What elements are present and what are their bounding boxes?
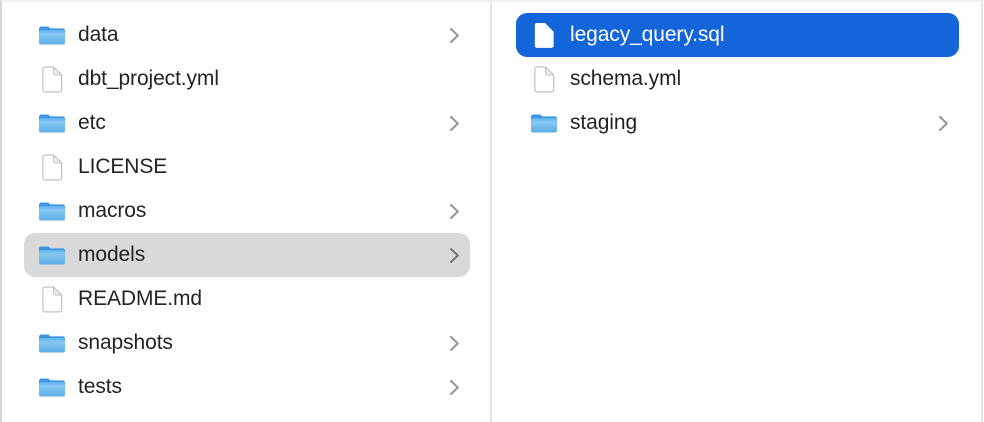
- file-name-label: etc: [78, 111, 106, 134]
- column-divider[interactable]: [490, 2, 492, 422]
- folder-icon: [38, 329, 66, 357]
- file-name-label: schema.yml: [570, 67, 682, 90]
- file-row-readme-md[interactable]: README.md: [24, 277, 470, 321]
- folder-icon: [38, 21, 66, 49]
- file-name-label: tests: [78, 375, 122, 398]
- document-icon: [38, 285, 66, 313]
- chevron-right-icon: [449, 115, 460, 132]
- file-name-label: staging: [570, 111, 638, 134]
- file-row-dbt-project-yml[interactable]: dbt_project.yml: [24, 57, 470, 101]
- file-row-data[interactable]: data: [24, 13, 470, 57]
- file-name-label: macros: [78, 199, 147, 222]
- chevron-right-icon: [449, 335, 460, 352]
- document-icon: [530, 21, 558, 49]
- file-row-tests[interactable]: tests: [24, 365, 470, 409]
- document-icon: [38, 65, 66, 93]
- document-icon: [38, 153, 66, 181]
- file-row-models[interactable]: models: [24, 233, 470, 277]
- chevron-right-icon: [938, 115, 949, 132]
- file-row-schema-yml[interactable]: schema.yml: [516, 57, 959, 101]
- file-name-label: legacy_query.sql: [570, 23, 725, 46]
- document-icon: [530, 65, 558, 93]
- file-row-legacy-query-sql[interactable]: legacy_query.sql: [516, 13, 959, 57]
- file-name-label: snapshots: [78, 331, 173, 354]
- chevron-right-icon: [449, 27, 460, 44]
- folder-icon: [38, 241, 66, 269]
- file-row-snapshots[interactable]: snapshots: [24, 321, 470, 365]
- column-divider[interactable]: [981, 2, 983, 422]
- file-row-macros[interactable]: macros: [24, 189, 470, 233]
- file-name-label: data: [78, 23, 119, 46]
- file-row-license[interactable]: LICENSE: [24, 145, 470, 189]
- file-name-label: models: [78, 243, 146, 266]
- folder-icon: [38, 197, 66, 225]
- folder-icon: [38, 109, 66, 137]
- finder-column-2: legacy_query.sql schema.yml staging: [494, 2, 981, 422]
- file-name-label: dbt_project.yml: [78, 67, 219, 90]
- file-name-label: LICENSE: [78, 155, 168, 178]
- chevron-right-icon: [449, 203, 460, 220]
- folder-icon: [530, 109, 558, 137]
- chevron-right-icon: [449, 247, 460, 264]
- file-name-label: README.md: [78, 287, 202, 310]
- file-row-staging[interactable]: staging: [516, 101, 959, 145]
- chevron-right-icon: [449, 379, 460, 396]
- folder-icon: [38, 373, 66, 401]
- file-row-etc[interactable]: etc: [24, 101, 470, 145]
